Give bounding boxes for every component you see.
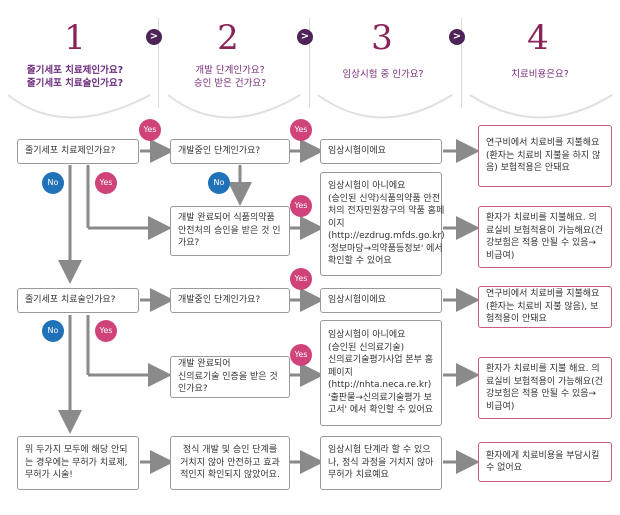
question-approved-new-tech: 개발 완료되어 신의료기술 인증을 받은 것인가요? bbox=[170, 356, 290, 398]
answer-approved-tech-info: 임상시험이 아니에요 (승인된 신의료기술) 신의료기술평가사업 본부 홈페이지… bbox=[320, 320, 442, 426]
header-divider bbox=[309, 18, 310, 108]
step-number-1: 1 bbox=[64, 18, 86, 58]
header-arcs bbox=[7, 94, 613, 119]
header-divider bbox=[461, 18, 462, 108]
no-badge: No bbox=[208, 172, 230, 194]
question-stem-cell-drug: 줄기세포 치료제인가요? bbox=[17, 139, 139, 164]
header-divider bbox=[158, 18, 159, 108]
yes-badge: Yes bbox=[139, 119, 161, 141]
answer-unapproved-treatment: 임상시험 단계라 할 수 있으나, 정식 과정을 거치지 않아 무허가 치료예요 bbox=[320, 436, 442, 490]
yes-badge: Yes bbox=[290, 268, 312, 290]
question-development-stage: 개발중인 단계인가요? bbox=[170, 288, 290, 313]
cost-patient-pays: 환자가 치료비를 지불 해요. 의료실비 보험적용이 가능해요(건강보험은 적용… bbox=[478, 357, 612, 419]
step-number-4: 4 bbox=[527, 18, 549, 58]
yes-badge: Yes bbox=[290, 195, 312, 217]
cost-research-funded: 연구비에서 치료비를 지불해요(환자는 치료비 지불을 하지 않음) 보험적용은… bbox=[478, 125, 612, 187]
question-development-stage: 개발중인 단계인가요? bbox=[170, 139, 290, 164]
step-label-1: 줄기세포 치료제인가요? 줄기세포 치료술인가요? bbox=[26, 65, 124, 89]
step-number-3: 3 bbox=[371, 18, 393, 58]
answer-approved-drug-info: 임상시험이 아니에요 (승인된 신약)식품의약품 안전처의 전자민원창구의 약품… bbox=[320, 172, 445, 276]
step-number-2: 2 bbox=[217, 18, 239, 58]
chevron-right-icon: > bbox=[146, 29, 162, 45]
yes-badge: Yes bbox=[290, 344, 312, 366]
answer-clinical-trial: 임상시험이에요 bbox=[320, 288, 442, 313]
step-label-4: 치료비용은요? bbox=[511, 69, 569, 80]
chevron-right-icon: > bbox=[297, 29, 313, 45]
question-approved-mfds: 개발 완료되어 식품의약품 안전처의 승인을 받은 것 인가요? bbox=[170, 206, 290, 256]
chevron-right-icon: > bbox=[449, 29, 465, 45]
step-label-2: 개발 단계인가요? 승인 받은 건가요? bbox=[193, 65, 267, 89]
no-badge: No bbox=[42, 320, 64, 342]
step-label-3: 임상시험 중 인가요? bbox=[342, 69, 424, 80]
yes-badge: Yes bbox=[95, 172, 117, 194]
answer-clinical-trial: 임상시험이에요 bbox=[320, 139, 442, 164]
yes-badge: Yes bbox=[290, 119, 312, 141]
yes-badge: Yes bbox=[95, 320, 117, 342]
question-stem-cell-procedure: 줄기세포 치료술인가요? bbox=[17, 288, 139, 313]
unapproved-explanation: 정식 개발 및 승인 단계를 거치지 않아 안전하고 효과 적인지 확인되지 않… bbox=[170, 436, 290, 490]
unapproved-warning: 위 두가지 모두에 해당 안되는 경우에는 무허가 치료제, 무허가 시술! bbox=[17, 436, 139, 490]
cost-patient-pays: 환자가 치료비를 지불해요. 의료실비 보험적용이 가능해요(건강보험은 적용 … bbox=[478, 206, 612, 268]
cost-research-funded: 연구비에서 치료비를 지불해요(환자는 치료비 지불 않음), 보험적용이 안돼… bbox=[478, 286, 612, 328]
cost-cannot-charge: 환자에게 치료비용을 부담시킬 수 없어요 bbox=[478, 442, 612, 482]
no-badge: No bbox=[42, 172, 64, 194]
